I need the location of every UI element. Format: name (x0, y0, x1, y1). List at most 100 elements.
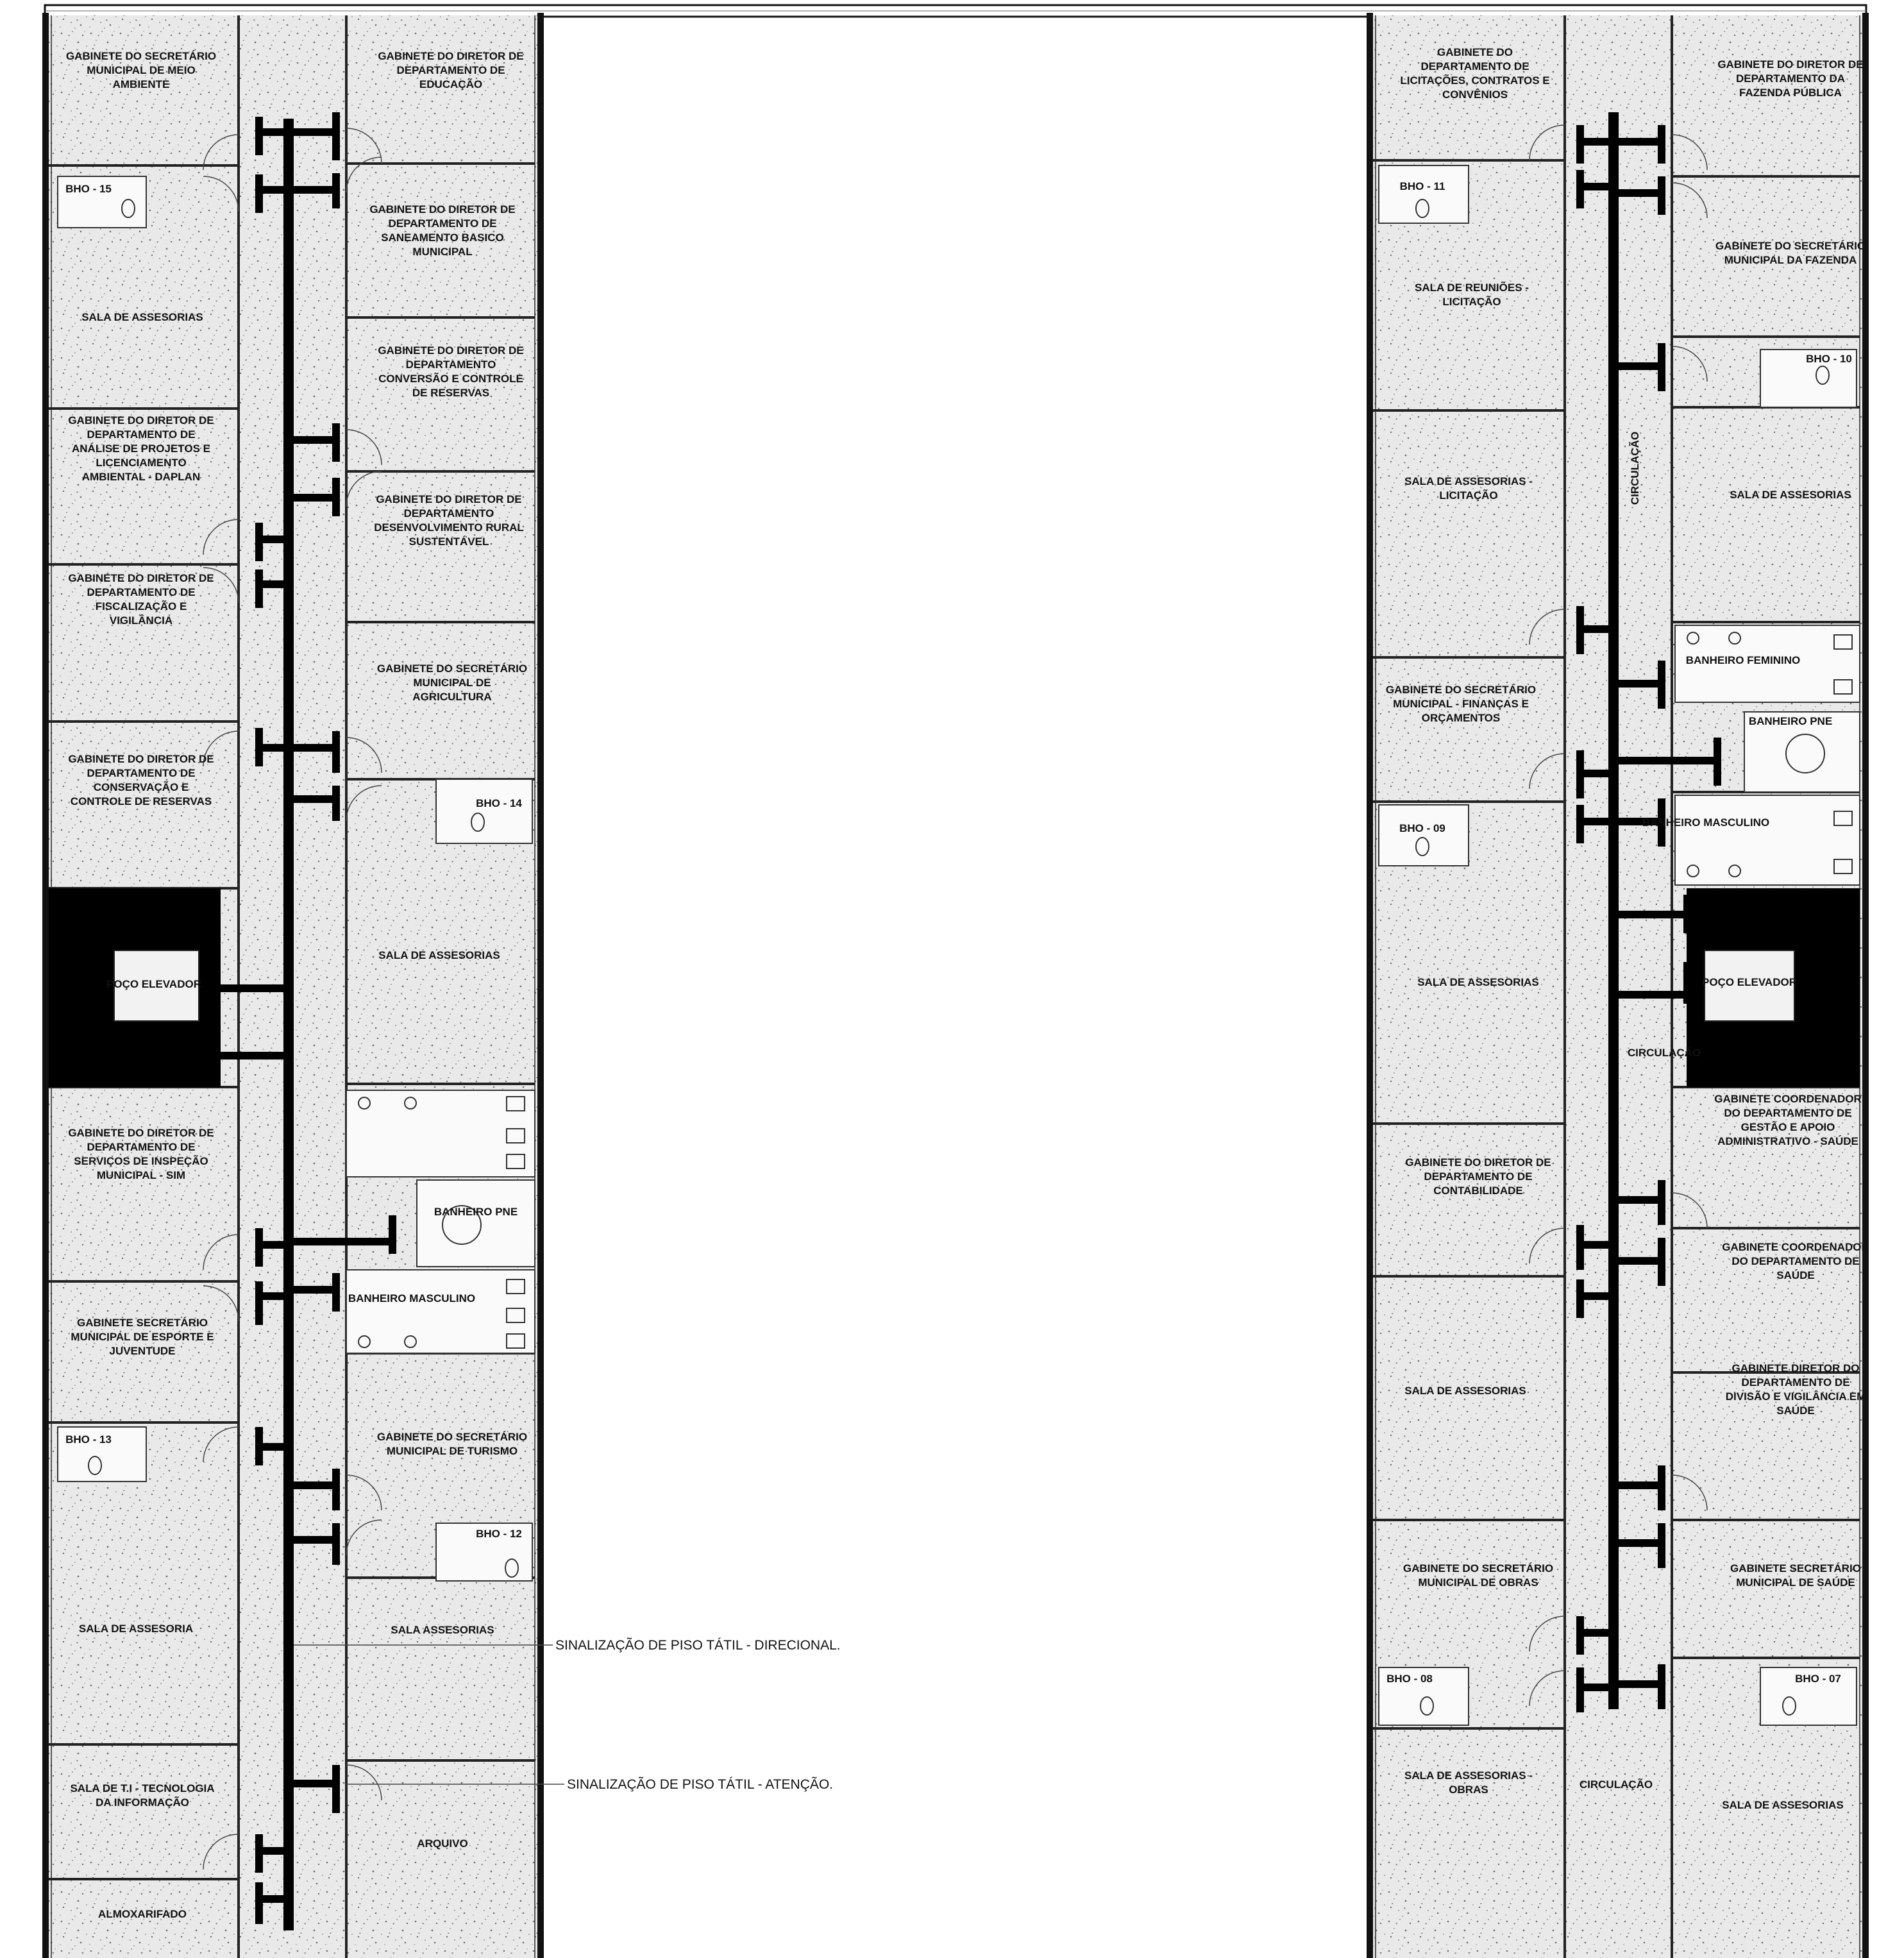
room-label-l-gab-dir-conversao: DE RESERVAS (412, 387, 489, 399)
outer-walls (42, 13, 1869, 1958)
room-label-l-gab-dir-analise-projetos: DEPARTAMENTO DE (87, 428, 195, 441)
room-label-l-gab-dir-conversao: CONVERSÃO E CONTROLE (378, 372, 523, 385)
room-label-l-gab-dir-conservacao: CONSERVAÇÃO E (94, 781, 189, 793)
room-label-l-sala-assessorias-2: SALA DE ASSESORIAS (378, 949, 500, 961)
elevator-shafts (49, 888, 1860, 1087)
right-partitions (1373, 159, 1860, 1730)
room-label-l-gab-dir-conversao: DEPARTAMENTO (406, 359, 496, 371)
room-label-l-gab-dir-conservacao: GABINETE DO DIRETOR DE (68, 753, 214, 765)
room-label-r-sala-assessorias-1: SALA DE ASSESORIAS (1730, 489, 1851, 501)
restroom-fixtures (88, 199, 1853, 1716)
room-label-r-gab-dir-licitacoes: DEPARTAMENTO DE (1420, 60, 1529, 72)
room-label-l-gab-dir-educacao: GABINETE DO DIRETOR DE (378, 50, 523, 62)
room-label-r-gab-dir-fazenda-publica: FAZENDA PÚBLICA (1739, 87, 1842, 99)
room-label-l-gab-dir-saneamento: GABINETE DO DIRETOR DE (369, 203, 515, 215)
room-label-r-gab-dir-vigilancia-saude: GABINETE DIRETOR DO (1732, 1362, 1860, 1374)
room-label-l-gab-sec-esporte: GABINETE SECRETÁRIO (77, 1317, 208, 1329)
room-label-r-gab-coord-gestao: DO DEPARTAMENTO DE (1724, 1107, 1851, 1119)
room-label-r-gab-coord-gestao: GABINETE COORDENADOR (1714, 1093, 1862, 1105)
room-label-r-sala-assessorias-licitacao: SALA DE ASSESORIAS - (1404, 475, 1533, 487)
room-label-r-gab-sec-financas: MUNICIPAL - FINANÇAS E (1393, 698, 1529, 710)
room-label-r-circulacao-3: CIRCULAÇÃO (1580, 1778, 1653, 1791)
room-label-r-gab-sec-obras: GABINETE DO SECRETÁRIO (1403, 1562, 1553, 1574)
room-label-r-banheiro-feminino: BANHEIRO FEMININO (1686, 654, 1801, 666)
room-label-l-gab-dir-desenvolvimento-rural: SUSTENTÁVEL (409, 536, 489, 548)
room-label-r-banheiro-pne: BANHEIRO PNE (1749, 715, 1832, 727)
room-label-l-gab-dir-sim: GABINETE DO DIRETOR DE (68, 1127, 214, 1139)
room-label-l-sala-assessorias-1: SALA DE ASSESORIAS (81, 311, 203, 323)
room-label-r-sala-assessorias-obras: SALA DE ASSESORIAS - (1404, 1769, 1533, 1782)
door-swings (203, 124, 1708, 1870)
room-label-l-bho-13: BHO - 13 (65, 1433, 112, 1446)
room-label-l-poco-elevador: POÇO ELEVADOR (106, 978, 201, 990)
room-label-r-gab-coord-saude: GABINETE COORDENADOR (1722, 1241, 1869, 1253)
room-label-r-bho-08: BHO - 08 (1386, 1673, 1433, 1685)
room-label-l-gab-sec-agricultura: AGRICULTURA (412, 691, 491, 703)
room-label-r-gab-dir-vigilancia-saude: DIVISÃO E VIGILÂNCIA EM (1726, 1390, 1866, 1403)
room-label-l-gab-dir-analise-projetos: ANÁLISE DE PROJETOS E (72, 443, 210, 455)
room-label-r-gab-sec-saude: GABINETE SECRETÁRIO (1730, 1562, 1861, 1574)
room-label-r-gab-dir-contabilidade: CONTABILIDADE (1433, 1185, 1522, 1197)
room-label-r-circulacao-1: CIRCULAÇÃO (1628, 432, 1641, 505)
room-label-r-sala-reunioes: LICITAÇÃO (1442, 295, 1501, 308)
room-label-r-bho-09: BHO - 09 (1399, 822, 1445, 834)
room-label-l-gab-dir-educacao: EDUCAÇÃO (419, 78, 482, 90)
room-label-r-bho-11: BHO - 11 (1400, 180, 1445, 192)
room-label-l-gab-dir-analise-projetos: LICENCIAMENTO (96, 457, 186, 469)
room-label-l-gab-dir-saneamento: DEPARTAMENTO DE (388, 217, 496, 230)
room-label-l-gab-sec-esporte: MUNICIPAL DE ESPORTE E (71, 1331, 214, 1343)
room-label-r-gab-sec-fazenda: GABINETE DO SECRETÁRIO (1715, 240, 1866, 252)
room-label-l-gab-sec-meio-ambiente: MUNICIPAL DE MEIO (87, 64, 195, 76)
room-label-l-gab-sec-turismo: MUNICIPAL DE TURISMO (387, 1445, 518, 1457)
room-label-r-bho-07: BHO - 07 (1795, 1673, 1841, 1685)
room-label-l-gab-dir-saneamento: MUNICIPAL (412, 246, 472, 258)
room-label-r-gab-coord-gestao: GESTÃO E APOIO (1741, 1120, 1835, 1133)
room-label-l-gab-dir-fiscalizacao: GABINETE DO DIRETOR DE (68, 572, 214, 584)
room-label-r-sala-reunioes: SALA DE REUNIÕES - (1415, 281, 1529, 294)
room-label-r-gab-dir-contabilidade: DEPARTAMENTO DE (1424, 1170, 1532, 1183)
room-label-r-gab-coord-saude: DO DEPARTAMENTO DE (1731, 1255, 1859, 1267)
room-label-l-gab-dir-conservacao: DEPARTAMENTO DE (87, 767, 195, 779)
room-label-r-gab-dir-contabilidade: GABINETE DO DIRETOR DE (1405, 1156, 1551, 1169)
room-label-r-gab-coord-saude: SAÚDE (1776, 1269, 1815, 1281)
room-label-l-sala-ti: DA INFORMAÇÃO (96, 1796, 189, 1809)
room-label-l-bho-14: BHO - 14 (476, 797, 522, 809)
annotation-leaders (294, 1644, 564, 1785)
room-label-l-gab-dir-educacao: DEPARTAMENTO DE (396, 64, 505, 76)
room-label-r-bho-10: BHO - 10 (1806, 353, 1852, 365)
restrooms (57, 165, 1860, 1726)
room-label-l-gab-dir-desenvolvimento-rural: DEPARTAMENTO (404, 507, 494, 519)
room-label-l-banheiro-pne: BANHEIRO PNE (434, 1206, 518, 1218)
room-label-l-gab-dir-analise-projetos: AMBIENTAL - DAPLAN (82, 471, 200, 483)
room-label-r-sala-assessorias-3: SALA DE ASSESORIAS (1404, 1385, 1526, 1397)
room-label-l-gab-dir-sim: MUNICIPAL - SIM (97, 1169, 185, 1181)
room-label-l-gab-sec-turismo: GABINETE DO SECRETÁRIO (377, 1431, 527, 1443)
room-label-l-gab-sec-esporte: JUVENTUDE (110, 1345, 176, 1357)
room-label-r-gab-sec-financas: GABINETE DO SECRETÁRIO (1386, 684, 1536, 696)
room-label-l-gab-sec-meio-ambiente: GABINETE DO SECRETÁRIO (66, 50, 216, 62)
room-label-r-gab-dir-licitacoes: LICITAÇÕES, CONTRATOS E (1400, 74, 1549, 87)
room-label-r-gab-dir-fazenda-publica: DEPARTAMENTO DA (1736, 72, 1845, 85)
room-label-l-gab-dir-analise-projetos: GABINETE DO DIRETOR DE (68, 414, 214, 426)
tactile-paving-left (205, 112, 396, 1930)
annotation-tactile-attention: SINALIZAÇÃO DE PISO TÁTIL - ATENÇÃO. (567, 1777, 833, 1792)
room-label-r-gab-sec-obras: MUNICIPAL DE OBRAS (1418, 1576, 1538, 1589)
room-label-l-gab-dir-fiscalizacao: DEPARTAMENTO DE (87, 586, 195, 598)
room-label-l-gab-dir-conservacao: CONTROLE DE RESERVAS (71, 795, 212, 807)
room-label-l-sala-assessorias-3: SALA ASSESORIAS (391, 1624, 494, 1636)
room-label-r-circulacao-2: CIRCULAÇÃO (1628, 1046, 1701, 1059)
room-label-r-banheiro-masculino: BANHEIRO MASCULINO (1642, 816, 1769, 829)
room-label-l-bho-15: BHO - 15 (65, 183, 112, 195)
room-label-r-gab-dir-licitacoes: CONVÊNIOS (1442, 89, 1508, 101)
room-label-l-gab-dir-sim: DEPARTAMENTO DE (87, 1141, 195, 1153)
room-label-l-almoxarifado: ALMOXARIFADO (98, 1908, 187, 1920)
room-label-r-gab-dir-vigilancia-saude: SAÚDE (1776, 1405, 1815, 1417)
room-label-l-gab-dir-desenvolvimento-rural: GABINETE DO DIRETOR DE (376, 493, 521, 505)
room-label-l-gab-sec-agricultura: GABINETE DO SECRETÁRIO (377, 663, 527, 675)
room-label-r-gab-sec-financas: ORÇAMENTOS (1422, 712, 1500, 724)
annotation-tactile-directional: SINALIZAÇÃO DE PISO TÁTIL - DIRECIONAL. (555, 1637, 841, 1653)
room-label-l-gab-dir-fiscalizacao: VIGILÂNCIA (110, 614, 173, 627)
room-label-l-sala-ti: SALA DE T.I - TECNOLOGIA (70, 1782, 214, 1794)
room-label-r-sala-assessorias-obras: OBRAS (1449, 1784, 1488, 1796)
